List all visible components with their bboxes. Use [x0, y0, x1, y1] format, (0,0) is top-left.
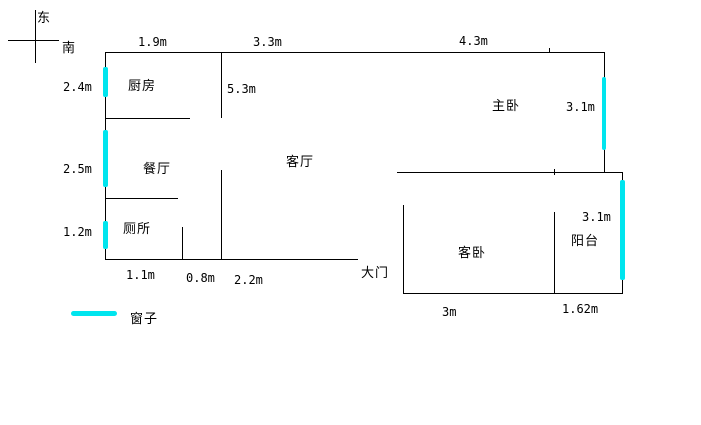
room-label-master-bedroom: 主卧 — [492, 98, 521, 113]
dim-top-2: 3.3m — [253, 35, 282, 49]
wall-balcony-right-bottom — [622, 279, 623, 294]
dim-top-3: 4.3m — [459, 34, 488, 48]
dim-bottom-1: 1.1m — [126, 268, 155, 282]
wall-kitchen-right — [221, 52, 222, 118]
dim-master-height: 3.1m — [566, 100, 595, 114]
room-label-living: 客厅 — [286, 154, 315, 169]
dim-balcony-height: 3.1m — [582, 210, 611, 224]
dim-left-2: 2.5m — [63, 162, 92, 176]
wall-balcony-right-top — [622, 172, 623, 182]
window-balcony — [620, 180, 625, 280]
room-label-guest-bedroom: 客卧 — [458, 245, 487, 260]
wall-toilet-top — [105, 198, 178, 199]
room-label-balcony: 阳台 — [571, 233, 600, 248]
legend-window-swatch — [71, 311, 117, 316]
compass-horizontal-line — [8, 40, 59, 41]
dimension-tick-top — [549, 48, 550, 53]
window-master-bedroom — [602, 77, 606, 150]
dim-balcony-width: 1.62m — [562, 302, 599, 316]
dim-bottom-3: 2.2m — [234, 273, 263, 287]
wall-toilet-right — [182, 227, 183, 260]
wall-guest-left — [403, 205, 404, 294]
room-label-toilet: 厕所 — [123, 221, 152, 236]
wall-bottom-left — [105, 259, 358, 260]
dim-bottom-2: 0.8m — [186, 271, 215, 285]
room-label-kitchen: 厨房 — [128, 78, 157, 93]
wall-kitchen-bottom — [105, 118, 190, 119]
dim-left-1: 2.4m — [63, 80, 92, 94]
wall-top — [105, 52, 605, 53]
wall-dining-living — [221, 170, 222, 260]
window-dining — [103, 130, 108, 187]
compass-east-label: 东 — [37, 10, 52, 25]
main-door-label: 大门 — [361, 265, 390, 280]
compass-vertical-line — [35, 10, 36, 63]
dim-living-height: 5.3m — [227, 82, 256, 96]
wall-guest-balcony-divider — [554, 212, 555, 294]
dimension-tick-mid — [554, 169, 555, 175]
legend-window-label: 窗子 — [130, 311, 159, 326]
dim-guest-width: 3m — [442, 305, 457, 319]
room-label-dining: 餐厅 — [143, 161, 172, 176]
wall-mid-horizontal — [397, 172, 623, 173]
dim-left-3: 1.2m — [63, 225, 92, 239]
dim-top-1: 1.9m — [138, 35, 167, 49]
window-kitchen — [103, 67, 108, 97]
compass-south-label: 南 — [62, 40, 77, 55]
window-toilet — [103, 221, 108, 249]
wall-bottom-right — [403, 293, 623, 294]
